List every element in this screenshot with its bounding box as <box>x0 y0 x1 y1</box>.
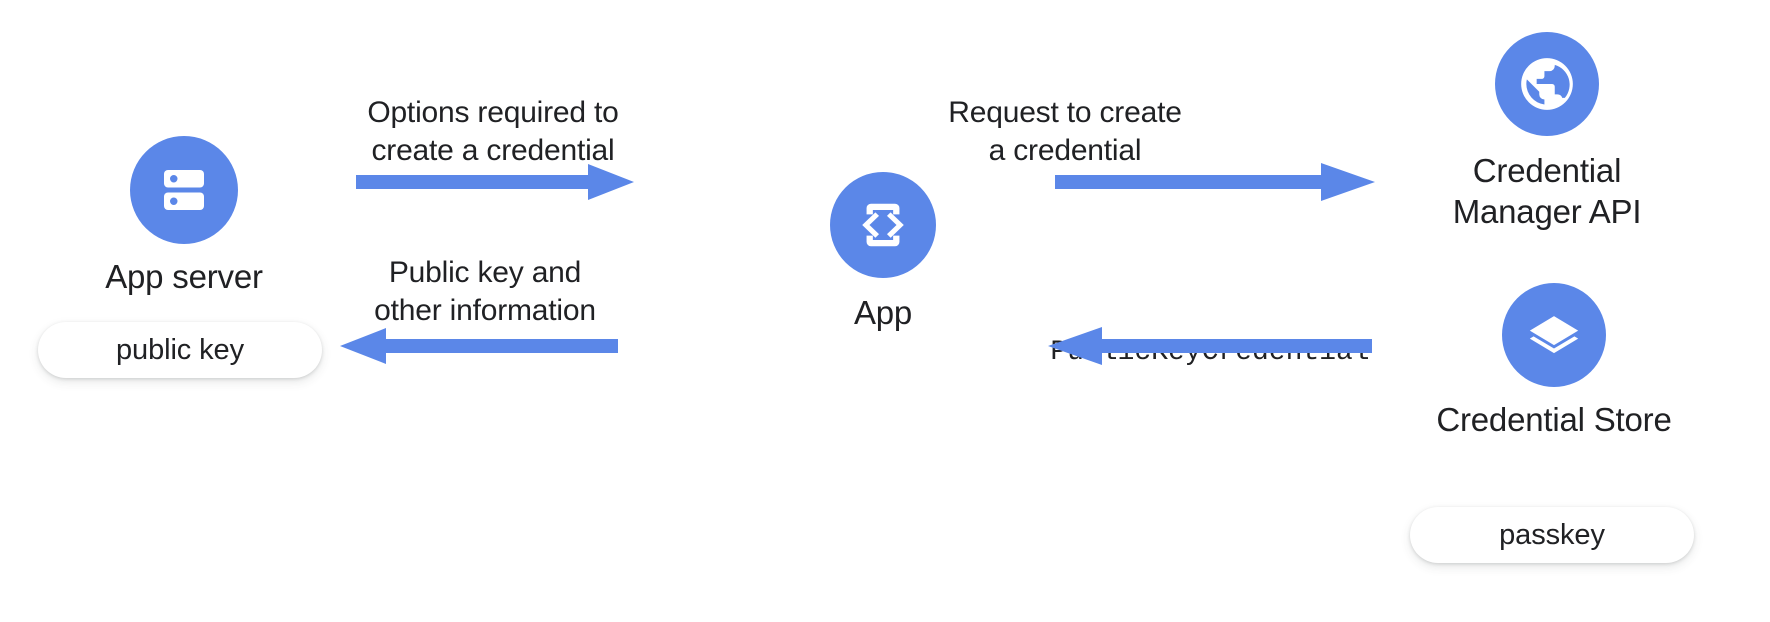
app-server-label: App server <box>105 258 263 295</box>
arrow-label-public-key-and-other-info: Public key and other information <box>374 256 596 327</box>
layers-icon <box>1525 306 1583 364</box>
credential-manager-api-label: Credential Manager API <box>1452 152 1642 230</box>
app-code-phone-icon <box>854 196 912 254</box>
server-icon <box>154 160 214 220</box>
credential-store-icon-badge <box>1502 283 1606 387</box>
app-server-icon-badge <box>130 136 238 244</box>
arrow-server-to-app <box>356 160 634 204</box>
app-icon-badge <box>830 172 936 278</box>
arrow-store-to-app <box>1040 324 1372 368</box>
credential-store-label: Credential Store <box>1436 401 1672 438</box>
credential-manager-api-icon-badge <box>1495 32 1599 136</box>
globe-icon <box>1516 53 1578 115</box>
arrow-app-to-api <box>1055 160 1375 204</box>
arrow-label-request-to-create: Request to create a credential <box>948 96 1182 167</box>
arrow-label-options-required: Options required to create a credential <box>367 96 619 167</box>
credential-store-chip-passkey: passkey <box>1410 507 1694 563</box>
app-server-chip-public-key: public key <box>38 322 322 378</box>
arrow-app-to-server <box>334 324 618 368</box>
app-label: App <box>853 294 913 331</box>
